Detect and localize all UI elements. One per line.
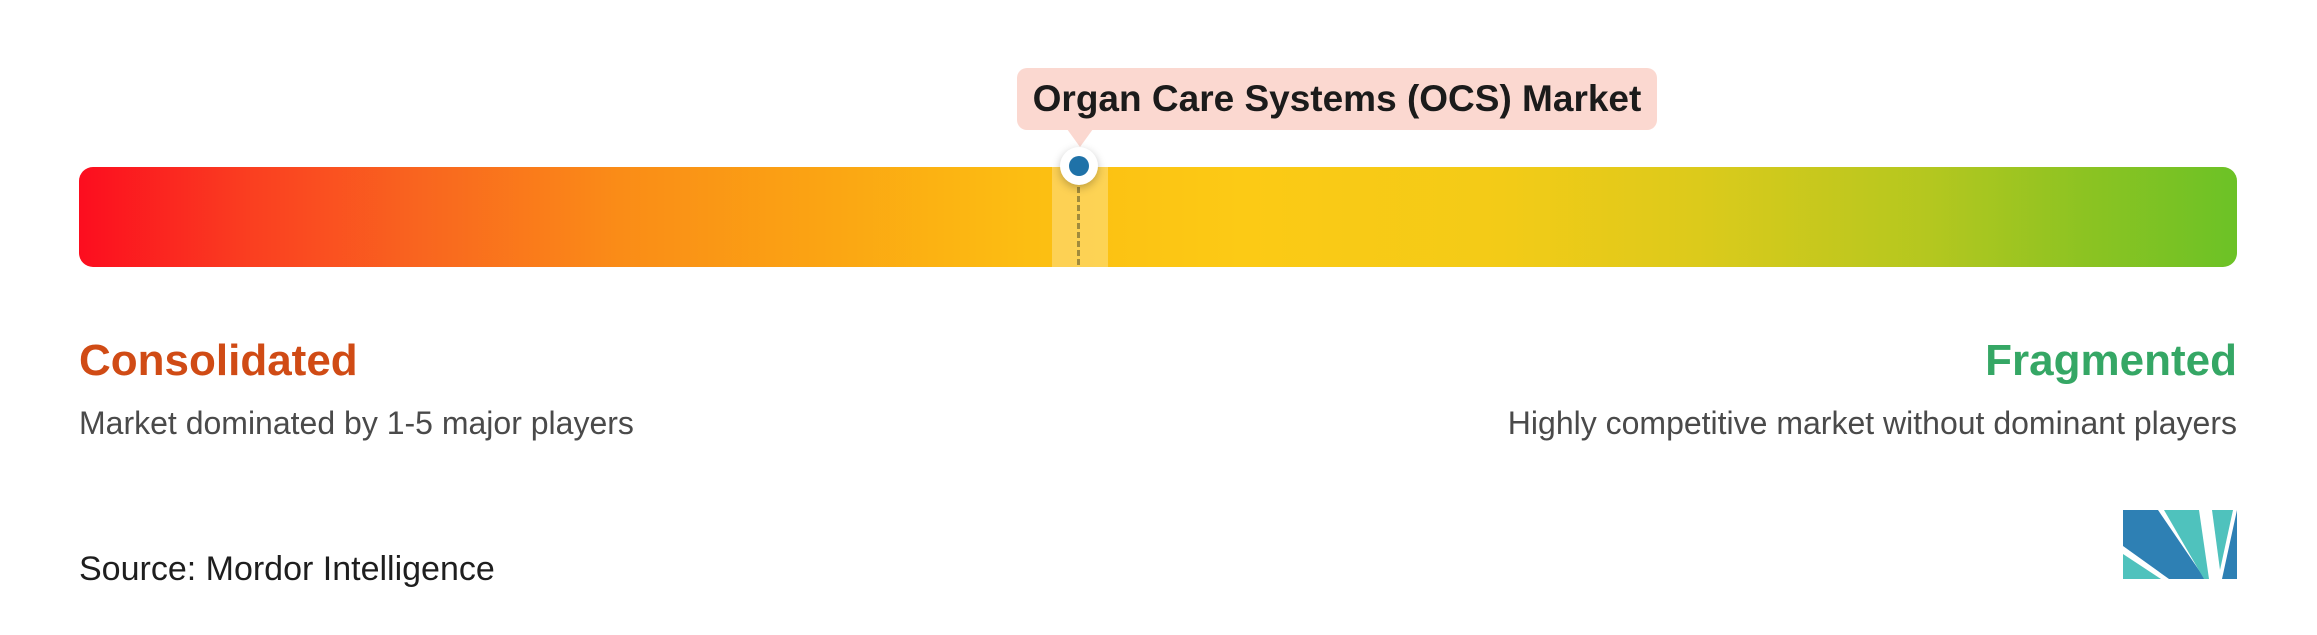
fragmented-label: Fragmented [1985, 336, 2237, 385]
marker-dot-icon [1069, 156, 1089, 176]
logo-blue-m-stroke [2123, 510, 2205, 579]
fragmented-endpoint: Fragmented Highly competitive market wit… [1508, 336, 2237, 442]
market-tooltip-label: Organ Care Systems (OCS) Market [1032, 78, 1642, 119]
market-tooltip: Organ Care Systems (OCS) Market [1017, 68, 1657, 130]
mordor-intelligence-logo [2123, 510, 2237, 579]
concentration-gradient-bar [79, 167, 2237, 267]
consolidated-label: Consolidated [79, 336, 358, 385]
consolidated-description: Market dominated by 1-5 major players [79, 404, 634, 441]
logo-teal-right-triangle [2212, 510, 2233, 570]
tooltip-arrow [1067, 129, 1093, 147]
scale-marker-handle[interactable] [1060, 147, 1098, 185]
logo-teal-bottom-left-triangle [2123, 554, 2161, 579]
consolidated-endpoint: Consolidated Market dominated by 1-5 maj… [79, 336, 634, 442]
logo-teal-middle-wedge [2164, 510, 2209, 579]
fragmented-description: Highly competitive market without domina… [1507, 404, 2237, 441]
marker-dashed-line [1077, 169, 1080, 265]
source-text: Source: Mordor Intelligence [79, 550, 495, 588]
logo-blue-right-stroke [2222, 510, 2237, 579]
